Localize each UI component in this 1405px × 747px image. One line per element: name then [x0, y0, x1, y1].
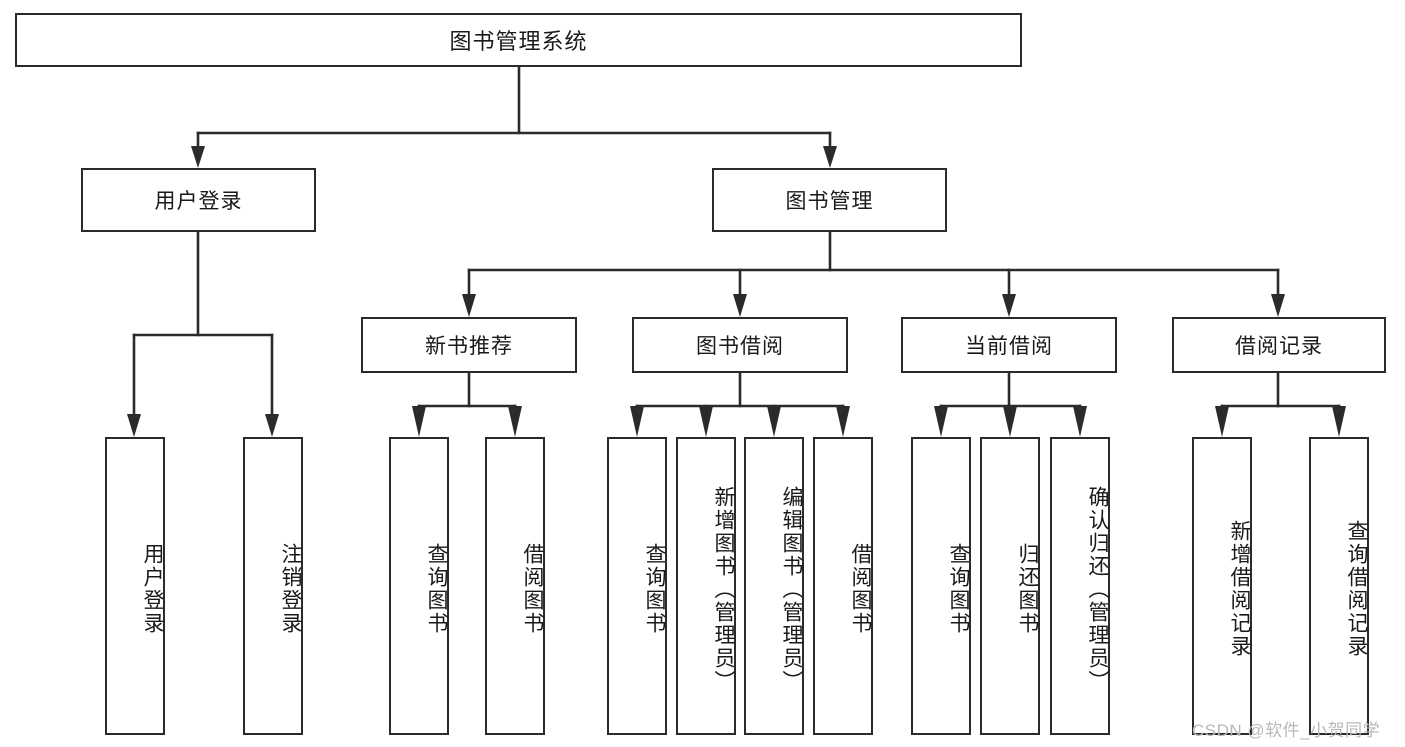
node-root-book-management-system[interactable]: 图书管理系统	[15, 13, 1022, 67]
leaf-add-book-admin[interactable]: 新增图书（管理员）	[676, 437, 736, 735]
node-label: 新增图书（管理员）	[712, 485, 735, 693]
node-label: 借阅记录	[1235, 335, 1323, 358]
node-book-management[interactable]: 图书管理	[712, 168, 947, 232]
node-current-borrow[interactable]: 当前借阅	[901, 317, 1117, 373]
arrow-head-bb-leaf4	[836, 406, 850, 437]
node-label: 图书借阅	[696, 335, 784, 358]
node-label: 新书推荐	[425, 335, 513, 358]
arrow-head-leaf-user-login	[127, 414, 141, 437]
arrow-head-cb-leaf2	[1003, 406, 1017, 437]
node-label: 图书管理	[785, 190, 874, 213]
node-book-borrow[interactable]: 图书借阅	[632, 317, 848, 373]
leaf-borrow-book[interactable]: 借阅图书	[813, 437, 873, 735]
node-label: 当前借阅	[965, 335, 1053, 358]
node-user-login[interactable]: 用户登录	[81, 168, 316, 232]
arrow-head-borrow-record	[1271, 294, 1285, 317]
leaf-add-borrow-record[interactable]: 新增借阅记录	[1192, 437, 1252, 735]
node-label: 用户登录	[154, 190, 243, 213]
node-label: 确认归还（管理员）	[1086, 485, 1109, 693]
leaf-edit-book-admin[interactable]: 编辑图书（管理员）	[744, 437, 804, 735]
node-label: 归还图书	[1016, 543, 1039, 635]
csdn-watermark: CSDN @软件_小贺同学	[1192, 721, 1381, 740]
arrow-head-new-book	[462, 294, 476, 317]
leaf-user-login[interactable]: 用户登录	[105, 437, 165, 735]
arrow-head-nb-leaf2	[508, 406, 522, 437]
arrow-head-br-leaf1	[1215, 406, 1229, 437]
node-label: 借阅图书	[521, 543, 544, 635]
arrow-head-book-manage	[823, 146, 837, 168]
node-label: 注销登录	[279, 543, 302, 635]
node-label: 查询图书	[425, 543, 448, 635]
node-borrow-record[interactable]: 借阅记录	[1172, 317, 1386, 373]
node-label: 查询图书	[947, 543, 970, 635]
arrow-head-leaf-logout	[265, 414, 279, 437]
arrow-head-cb-leaf1	[934, 406, 948, 437]
leaf-new-book-borrow[interactable]: 借阅图书	[485, 437, 545, 735]
leaf-return-book[interactable]: 归还图书	[980, 437, 1040, 735]
leaf-new-book-query[interactable]: 查询图书	[389, 437, 449, 735]
leaf-borrow-query-book[interactable]: 查询图书	[607, 437, 667, 735]
arrow-head-current-borrow	[1002, 294, 1016, 317]
arrow-head-nb-leaf1	[412, 406, 426, 437]
leaf-confirm-return-admin[interactable]: 确认归还（管理员）	[1050, 437, 1110, 735]
leaf-logout[interactable]: 注销登录	[243, 437, 303, 735]
node-label: 借阅图书	[849, 543, 872, 635]
arrow-head-bb-leaf2	[699, 406, 713, 437]
arrow-head-book-borrow	[733, 294, 747, 317]
leaf-current-query-book[interactable]: 查询图书	[911, 437, 971, 735]
node-label: 用户登录	[141, 543, 164, 635]
node-label: 新增借阅记录	[1228, 520, 1251, 658]
arrow-head-bb-leaf1	[630, 406, 644, 437]
arrow-head-user-login	[191, 146, 205, 168]
arrow-head-bb-leaf3	[767, 406, 781, 437]
arrow-head-cb-leaf3	[1073, 406, 1087, 437]
node-label: 查询借阅记录	[1345, 520, 1368, 658]
node-label: 图书管理系统	[449, 29, 588, 54]
node-label: 查询图书	[643, 543, 666, 635]
node-new-book-recommend[interactable]: 新书推荐	[361, 317, 577, 373]
leaf-query-borrow-record[interactable]: 查询借阅记录	[1309, 437, 1369, 735]
arrow-head-br-leaf2	[1332, 406, 1346, 437]
node-label: 编辑图书（管理员）	[780, 485, 803, 693]
